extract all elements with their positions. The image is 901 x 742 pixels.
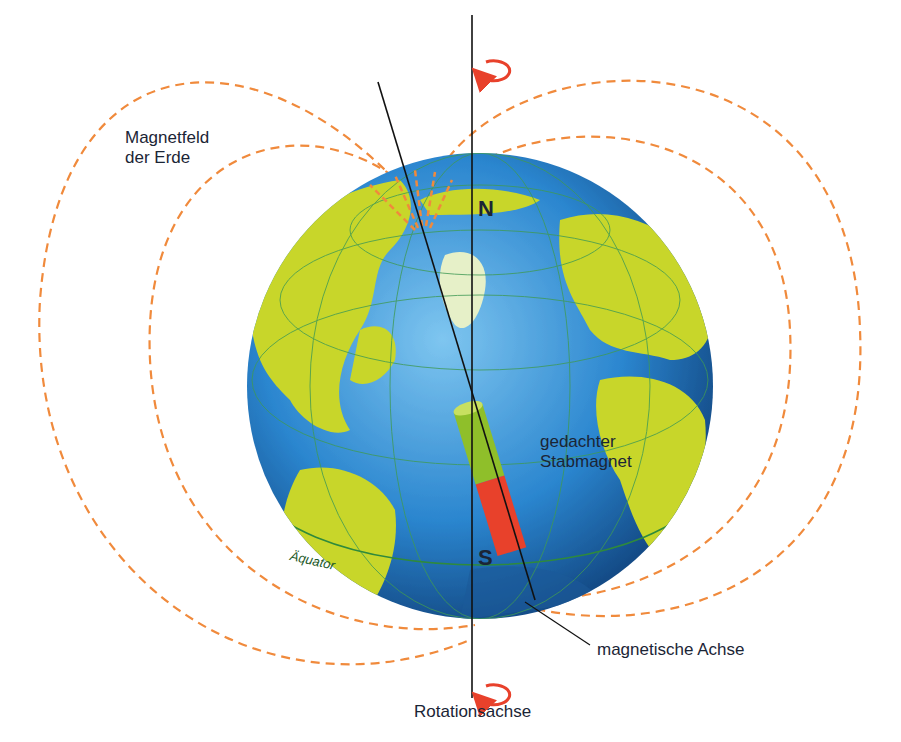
parallel bbox=[280, 230, 680, 370]
meridian bbox=[390, 153, 570, 619]
rotation-arrow bbox=[480, 61, 510, 81]
pole-letter: S bbox=[478, 545, 493, 571]
magnetic-axis bbox=[378, 82, 535, 600]
field-rays bbox=[370, 170, 452, 230]
field-ray bbox=[430, 180, 452, 228]
axis-label: Rotationsachse bbox=[414, 702, 531, 722]
axis-label: magnetische Achse bbox=[597, 640, 744, 660]
rotation-arrow bbox=[480, 685, 510, 705]
field-lines bbox=[39, 81, 860, 665]
magnetic-axis-leader bbox=[525, 602, 590, 645]
field-label: Magnetfeld der Erde bbox=[125, 128, 225, 169]
north-america bbox=[250, 180, 411, 433]
pole-letter: N bbox=[478, 196, 494, 222]
magnet-label: gedachter Stabmagnet bbox=[540, 432, 645, 473]
greenland bbox=[440, 252, 486, 328]
continents bbox=[248, 153, 715, 620]
meridian bbox=[310, 153, 650, 619]
south-america bbox=[281, 467, 396, 620]
parallel bbox=[350, 185, 610, 275]
antarctica-shadow bbox=[460, 566, 600, 620]
graticule bbox=[252, 153, 708, 619]
eurasia bbox=[559, 214, 715, 360]
rotation-axis bbox=[471, 15, 473, 698]
